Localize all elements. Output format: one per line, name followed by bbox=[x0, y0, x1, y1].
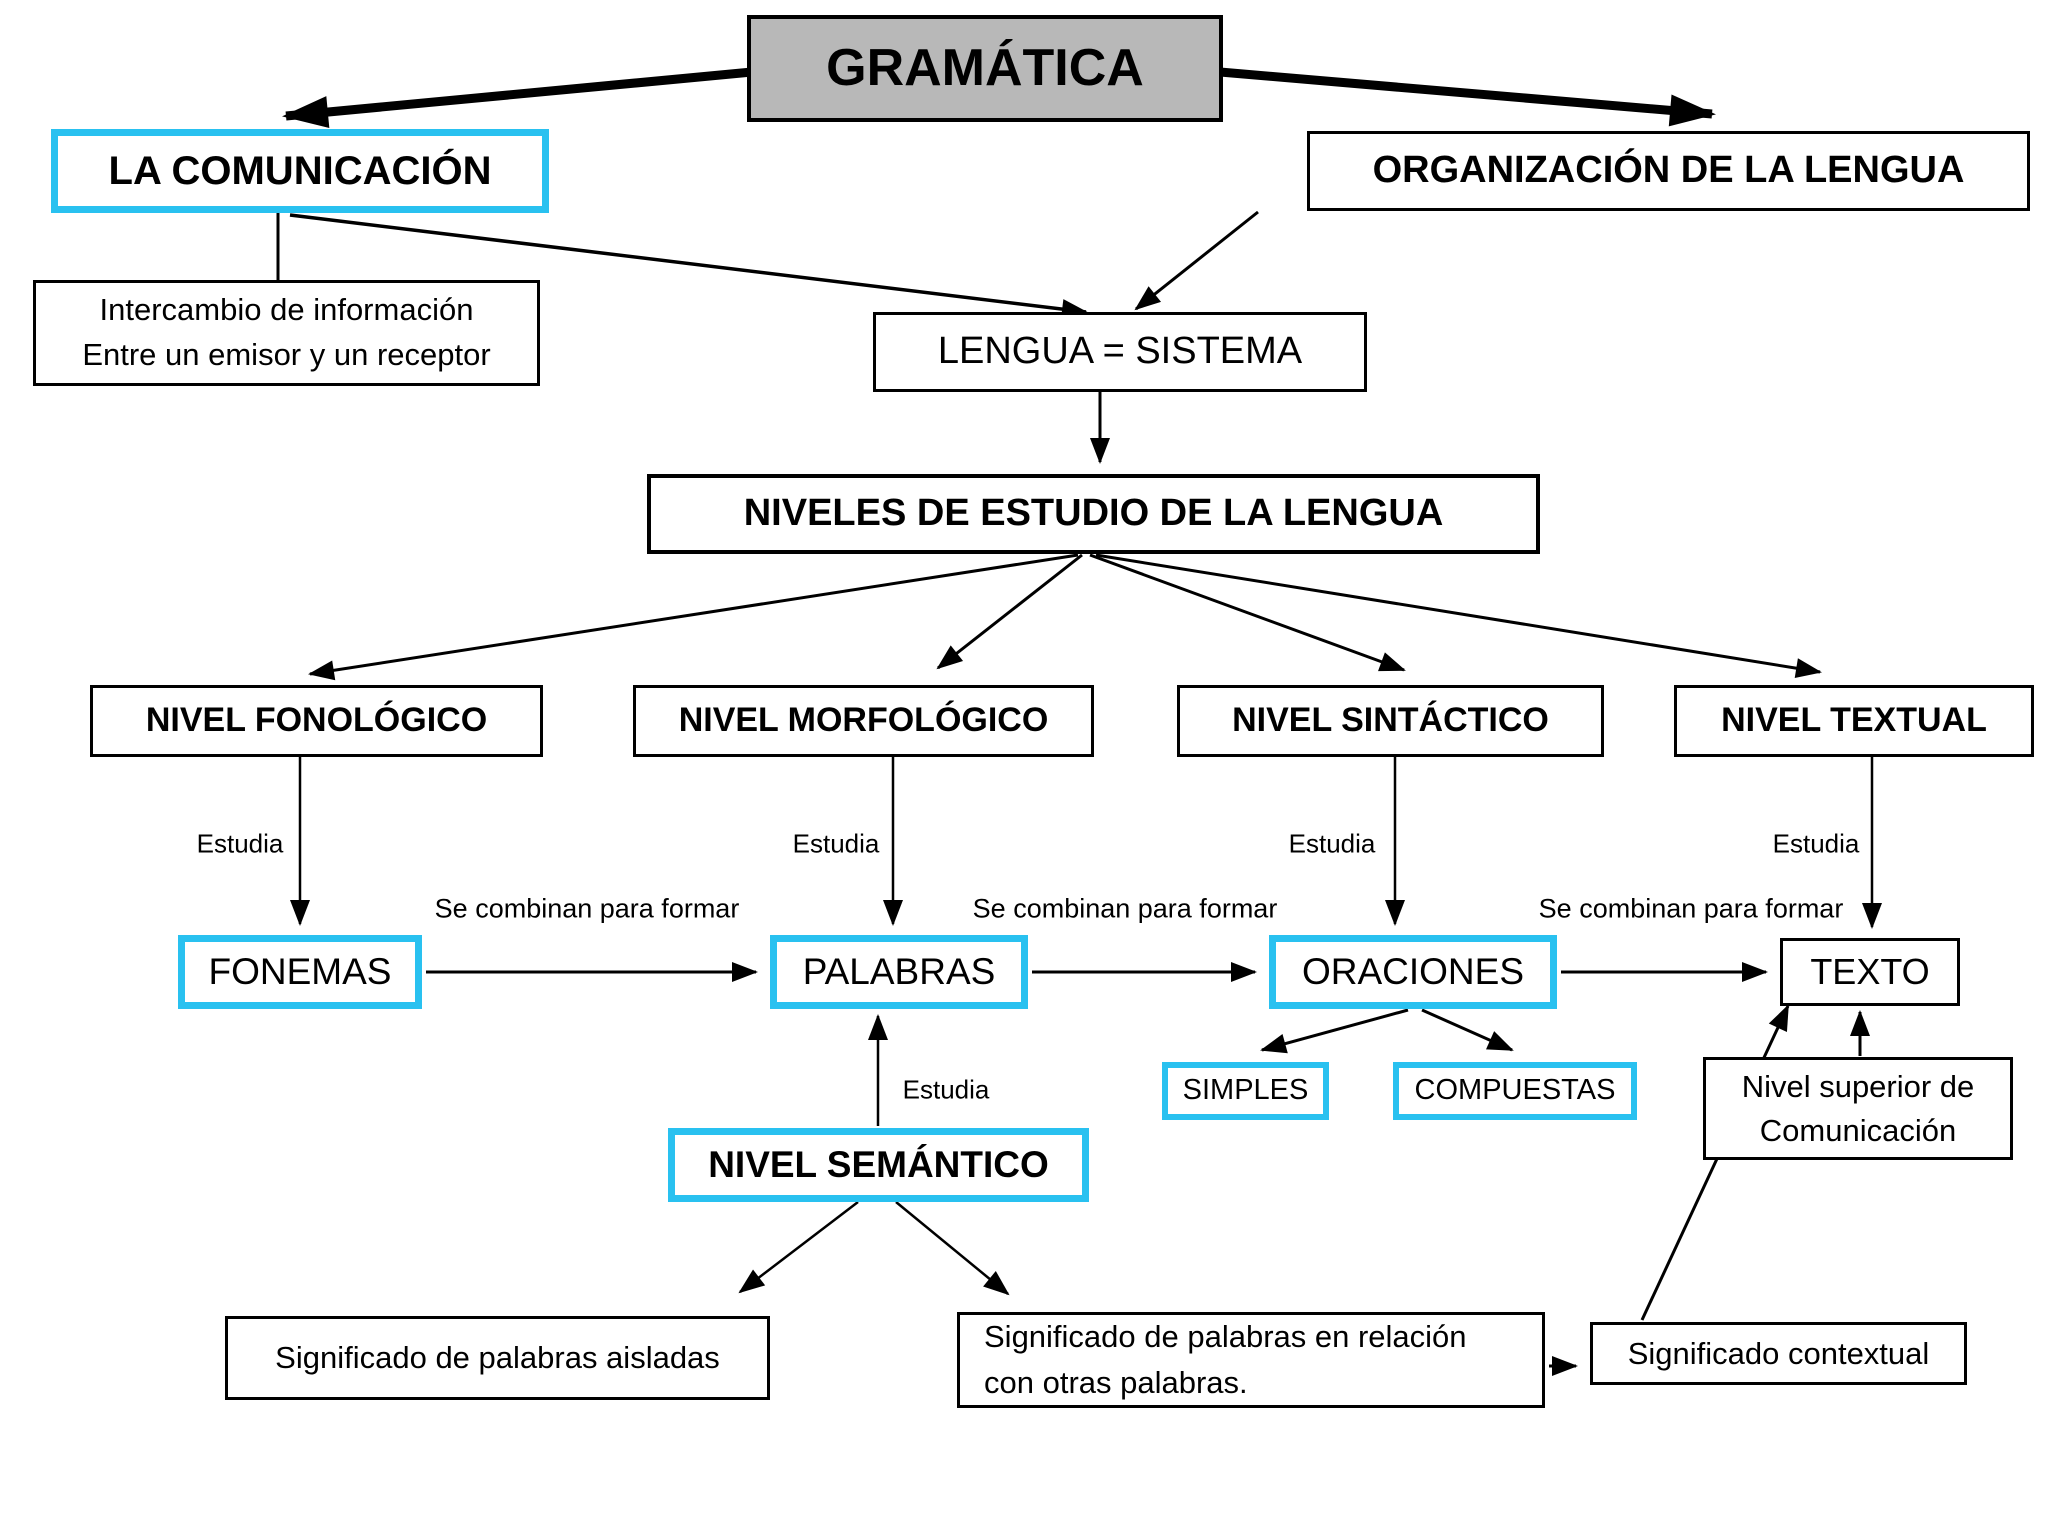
label-estudia-textual: Estudia bbox=[1772, 828, 1860, 859]
edge-oraciones-to-compuestas bbox=[1421, 1008, 1514, 1052]
label-estudia-semantico: Estudia bbox=[902, 1074, 990, 1105]
label-se-combinan-1: Se combinan para formar bbox=[434, 893, 740, 924]
edge-gramatica-to-comunicacion bbox=[282, 67, 753, 128]
edge-semantico-to-aisladas bbox=[738, 1201, 859, 1294]
node-texto: TEXTO bbox=[1780, 938, 1960, 1006]
edge-semantico-to-relacion bbox=[895, 1201, 1010, 1296]
edge-niveles-to-textual bbox=[1095, 553, 1822, 679]
node-significado-aisladas: Significado de palabras aisladas bbox=[225, 1316, 770, 1400]
edge-comunicacion-to-lengua bbox=[289, 213, 1088, 320]
label-se-combinan-3: Se combinan para formar bbox=[1538, 893, 1844, 924]
node-palabras: PALABRAS bbox=[770, 935, 1028, 1009]
edge-niveles-to-fonologico bbox=[308, 553, 1079, 681]
edge-niveles-to-sintactico bbox=[1089, 553, 1406, 672]
node-nivel-sintactico: NIVEL SINTÁCTICO bbox=[1177, 685, 1604, 757]
edge-oraciones-to-simples bbox=[1260, 1008, 1409, 1054]
node-nivel-fonologico: NIVEL FONOLÓGICO bbox=[90, 685, 543, 757]
node-nivel-semantico: NIVEL SEMÁNTICO bbox=[668, 1128, 1089, 1202]
node-simples: SIMPLES bbox=[1162, 1062, 1329, 1120]
node-oraciones: ORACIONES bbox=[1269, 935, 1557, 1009]
label-se-combinan-2: Se combinan para formar bbox=[972, 893, 1278, 924]
node-intercambio-definicion: Intercambio de información Entre un emis… bbox=[33, 280, 540, 386]
edge-niveles-to-morfologico bbox=[936, 553, 1083, 670]
node-significado-contextual: Significado contextual bbox=[1590, 1322, 1967, 1385]
label-estudia-morfologico: Estudia bbox=[792, 828, 880, 859]
edge-contextual-to-texto bbox=[1640, 1004, 1790, 1321]
node-niveles-de-estudio: NIVELES DE ESTUDIO DE LA LENGUA bbox=[647, 474, 1540, 554]
node-significado-relacion: Significado de palabras en relación con … bbox=[957, 1312, 1545, 1408]
label-estudia-sintactico: Estudia bbox=[1288, 828, 1376, 859]
node-lengua-sistema: LENGUA = SISTEMA bbox=[873, 312, 1367, 392]
node-compuestas: COMPUESTAS bbox=[1393, 1062, 1637, 1120]
node-nivel-superior-comunicacion: Nivel superior de Comunicación bbox=[1703, 1057, 2013, 1160]
node-organizacion-de-la-lengua: ORGANIZACIÓN DE LA LENGUA bbox=[1307, 131, 2030, 211]
node-nivel-morfologico: NIVEL MORFOLÓGICO bbox=[633, 685, 1094, 757]
node-la-comunicacion: LA COMUNICACIÓN bbox=[51, 129, 549, 213]
edge-gramatica-to-organizacion bbox=[1219, 67, 1716, 127]
edge-organizacion-to-lengua bbox=[1134, 210, 1259, 311]
node-nivel-textual: NIVEL TEXTUAL bbox=[1674, 685, 2034, 757]
node-gramatica: GRAMÁTICA bbox=[747, 15, 1223, 122]
label-estudia-fonologico: Estudia bbox=[196, 828, 284, 859]
node-fonemas: FONEMAS bbox=[178, 935, 422, 1009]
